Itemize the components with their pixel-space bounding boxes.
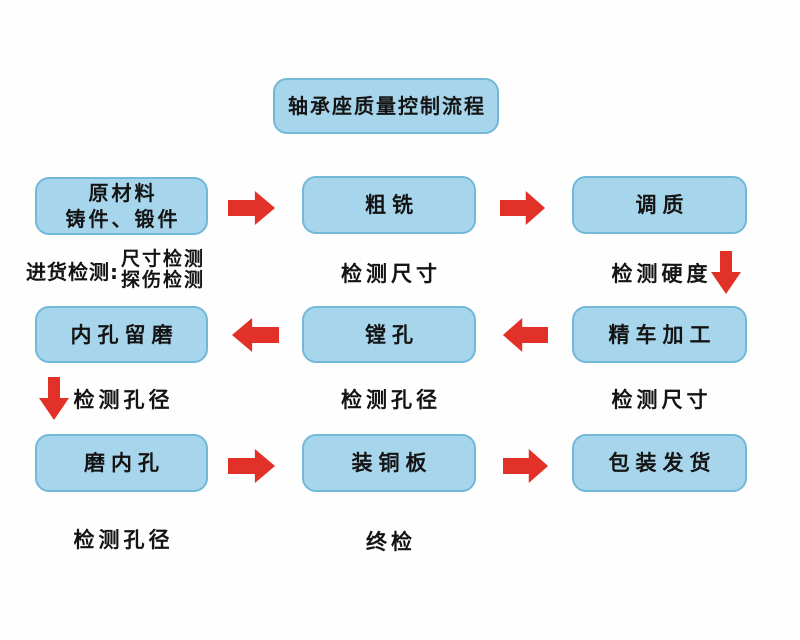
arrow-right-icon <box>228 448 276 484</box>
inspection-after-rough-milling: 检测尺寸 <box>341 262 441 286</box>
incoming-inspection-item-2: 探伤检测 <box>121 269 206 291</box>
node-fine-turning-label: 精车加工 <box>608 322 717 347</box>
incoming-inspection-items: 尺寸检测 探伤检测 <box>121 249 205 291</box>
incoming-inspection-item-1: 尺寸检测 <box>121 248 206 270</box>
node-bore-grind-allowance-label: 内孔留磨 <box>70 322 179 347</box>
node-pack-and-ship-label: 包装发货 <box>608 451 717 475</box>
inspection-after-bore-grind-allowance: 检测孔径 <box>73 388 174 412</box>
node-quench-temper: 调质 <box>572 176 747 234</box>
node-grind-inner-bore-label: 磨内孔 <box>84 451 165 475</box>
incoming-inspection-label: 进货检测: 尺寸检测 探伤检测 <box>26 248 205 292</box>
node-raw-material-line2: 铸件、锻件 <box>65 207 181 231</box>
inspection-after-fine-turning: 检测尺寸 <box>611 388 712 412</box>
node-pack-and-ship: 包装发货 <box>572 434 747 492</box>
node-quench-temper-label: 调质 <box>635 193 690 217</box>
arrow-left-icon <box>502 317 548 353</box>
arrow-right-icon <box>503 448 549 484</box>
flowchart-title: 轴承座质量控制流程 <box>288 94 486 118</box>
flowchart-title-box: 轴承座质量控制流程 <box>273 78 499 134</box>
node-boring-label: 镗孔 <box>365 322 419 347</box>
node-raw-material: 原材料 铸件、锻件 <box>35 177 208 235</box>
arrow-right-icon <box>500 190 546 226</box>
node-fit-copper-plate-label: 装铜板 <box>351 451 433 475</box>
arrow-down-icon <box>38 377 70 421</box>
node-rough-milling: 粗铣 <box>302 176 476 234</box>
node-fine-turning: 精车加工 <box>572 306 747 363</box>
inspection-after-quench-temper: 检测硬度 <box>611 262 712 286</box>
node-raw-material-line1: 原材料 <box>88 181 158 205</box>
node-rough-milling-label: 粗铣 <box>365 193 419 217</box>
node-boring: 镗孔 <box>302 306 476 363</box>
node-bore-grind-allowance: 内孔留磨 <box>35 306 208 363</box>
node-fit-copper-plate: 装铜板 <box>302 434 476 492</box>
arrow-down-icon <box>710 251 742 295</box>
arrow-right-icon <box>228 190 276 226</box>
incoming-inspection-lead: 进货检测: <box>26 259 119 284</box>
node-grind-inner-bore: 磨内孔 <box>35 434 208 492</box>
inspection-after-boring: 检测孔径 <box>341 388 441 412</box>
arrow-left-icon <box>231 317 279 353</box>
final-inspection-label: 终检 <box>366 530 416 554</box>
inspection-after-grind-inner-bore: 检测孔径 <box>73 528 174 552</box>
